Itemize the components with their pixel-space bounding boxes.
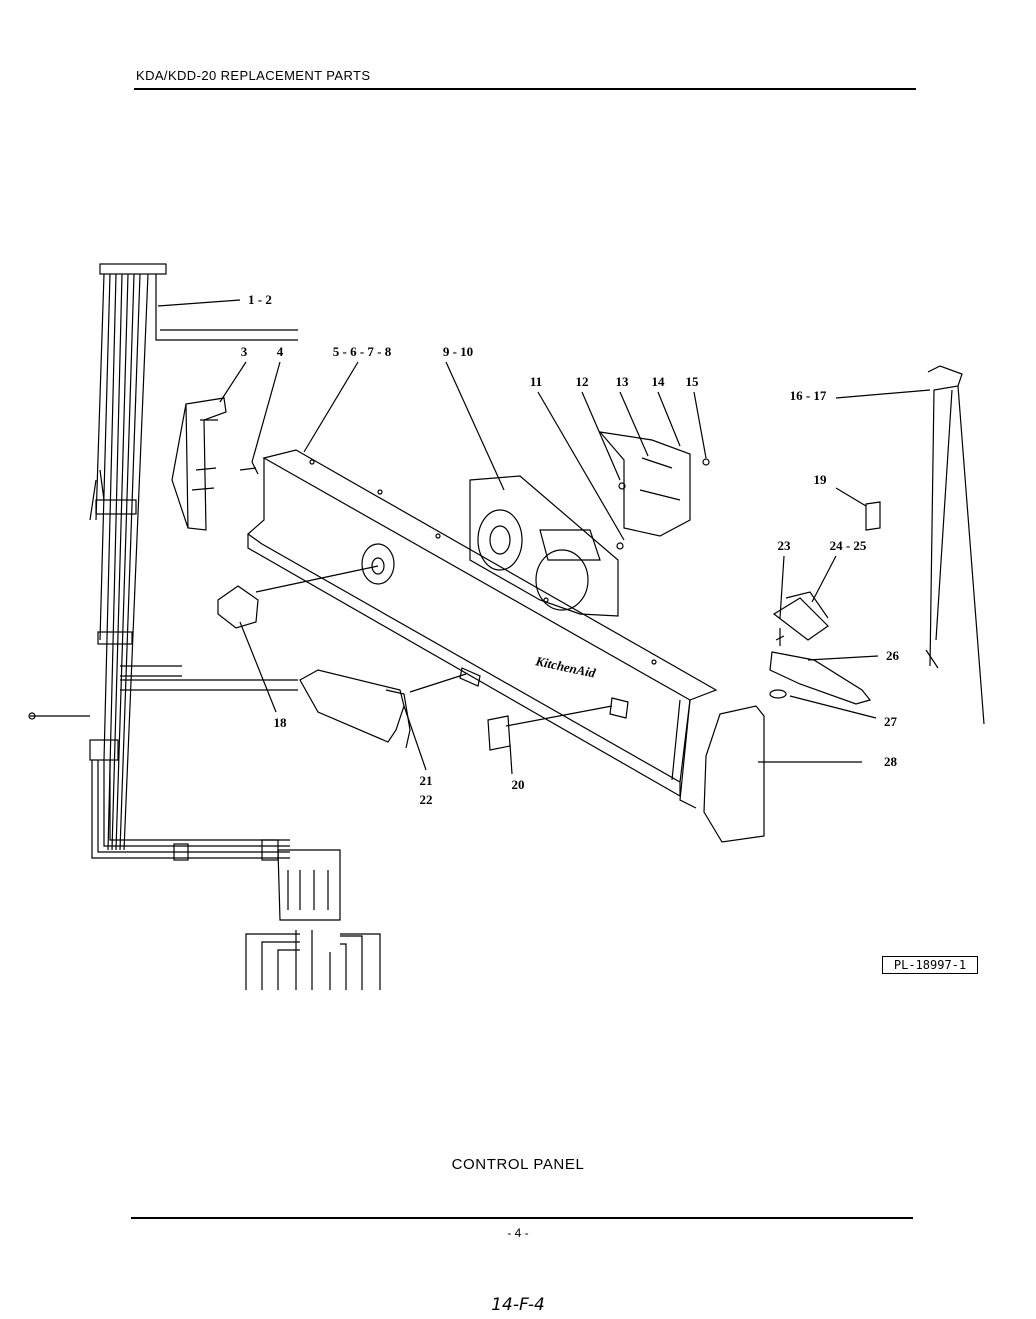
part-9-10-timer [469,475,619,617]
header-rule [134,88,916,90]
part-18-knob [217,585,259,629]
part-21-22-switch-bar [299,669,405,743]
part-27-washer [769,689,787,699]
part-19-clip [865,501,881,531]
harness-clip-1 [95,499,137,515]
part-13-14-bracket [598,431,691,537]
page-header-title: KDA/KDD-20 REPLACEMENT PARTS [136,68,371,83]
part-callout-label: 26 [886,648,900,663]
part-24-25-latch [772,597,829,641]
part-callout-label: 13 [616,374,630,389]
console-top-face [262,449,718,701]
drawing-number-box: PL-18997-1 [882,956,978,974]
part-callout-label: 20 [512,777,525,792]
part-28-end-cap [703,705,765,843]
part-callout-label: 22 [420,792,433,807]
part-callout-label: 11 [530,374,542,389]
part-callout-label: 28 [884,754,898,769]
harness-top-connector [99,263,167,275]
harness-clip-2 [97,631,133,645]
part-callout-label: 12 [576,374,589,389]
part-callout-label: 9 - 10 [443,344,473,359]
part-callout-label: 15 [686,374,700,389]
part-4-screw [239,461,259,475]
part-callout-label: 5 - 6 - 7 - 8 [333,344,392,359]
part-callout-label: 14 [652,374,666,389]
part-16-17-spring [927,365,963,667]
part-callout-label: 24 - 25 [830,538,867,553]
part-callout-label: 18 [274,715,288,730]
part-23-screw [775,628,785,646]
wire-harness-lower [91,760,290,859]
part-20-rocker-switch [487,715,511,751]
terminal-block [277,849,341,921]
part-callout-label: 3 [241,344,248,359]
handwritten-reference: 14-F-4 [491,1295,545,1315]
console-brand-logo: KitchenAid [533,653,597,681]
console-front-face [247,458,691,783]
footer-rule [131,1217,913,1219]
part-callout-label: 21 [420,773,433,788]
part-callout-label: 27 [884,714,898,729]
page-number: - 4 - [507,1226,529,1240]
part-3-end-cap [171,397,227,531]
diagram-caption: CONTROL PANEL [451,1156,585,1173]
part-callout-label: 4 [277,344,284,359]
part-callout-label: 16 - 17 [790,388,827,403]
timer-knob-bezel [361,543,395,585]
part-26-latch-lever [769,651,872,705]
part-callout-label: 23 [778,538,792,553]
wire-harness-upper [95,273,298,851]
part-callout-label: 1 - 2 [248,292,272,307]
part-callout-label: 19 [814,472,828,487]
